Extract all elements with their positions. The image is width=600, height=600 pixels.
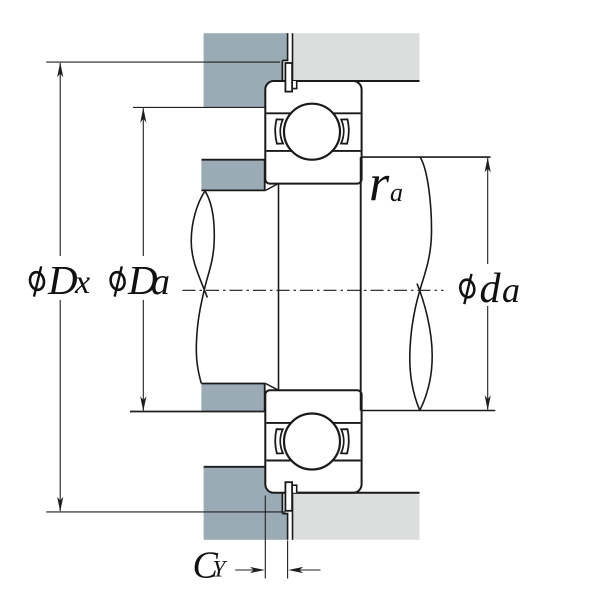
svg-text:d: d [480,266,502,312]
svg-text:D: D [127,257,158,303]
svg-text:x: x [74,264,90,301]
svg-text:a: a [390,178,403,207]
svg-text:r: r [369,156,390,213]
svg-text:a: a [151,261,170,303]
svg-text:C: C [193,545,219,587]
svg-text:Y: Y [213,557,228,582]
svg-text:a: a [502,270,520,310]
svg-text:D: D [47,257,78,303]
